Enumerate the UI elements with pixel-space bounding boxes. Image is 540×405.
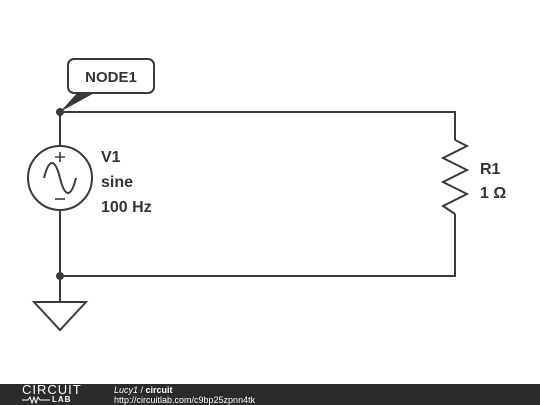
- path-separator: /: [138, 385, 146, 395]
- node-label-pointer: [60, 92, 96, 112]
- resistor-r1[interactable]: [440, 139, 470, 215]
- top-wire: [60, 111, 456, 140]
- circuit-title-link[interactable]: circuit: [145, 385, 173, 395]
- author-link[interactable]: Lucy1: [114, 385, 139, 395]
- wires: [59, 111, 456, 302]
- node-label-box: [67, 58, 155, 94]
- node-label-callout[interactable]: NODE1: [60, 58, 155, 112]
- logo-text-circuit: CIRCUIT: [22, 382, 82, 397]
- circuit-path: Lucy1 / circuit: [114, 385, 255, 395]
- circuit-url[interactable]: http://circuitlab.com/c9bp25zpnn4tk: [114, 395, 256, 405]
- voltage-source-v1[interactable]: [27, 145, 93, 211]
- logo-resistor-icon: [22, 396, 50, 404]
- source-frequency-label: 100 Hz: [101, 199, 152, 216]
- ground-icon[interactable]: [31, 301, 89, 332]
- logo-text-lab: LAB: [52, 395, 72, 404]
- resistor-name-label: R1: [480, 161, 501, 178]
- source-type-label: sine: [101, 174, 133, 191]
- node-label-text: NODE1: [85, 69, 137, 86]
- circuit-meta: Lucy1 / circuit http://circuitlab.com/c9…: [114, 385, 255, 405]
- sine-wave-icon: [43, 162, 77, 194]
- bottom-wire: [60, 214, 456, 277]
- junction-dot-bottom: [56, 272, 64, 280]
- resistor-value-label: 1 Ω: [480, 185, 506, 202]
- footer-bar: CIRCUIT LAB Lucy1 / circuit http://circu…: [0, 382, 540, 405]
- source-name-label: V1: [101, 149, 121, 166]
- plus-icon: [55, 152, 65, 162]
- schematic-canvas: NODE1 V1 sine 100 Hz R1 1 Ω: [27, 58, 506, 332]
- circuitlab-logo[interactable]: CIRCUIT LAB: [22, 382, 94, 405]
- resistor-zigzag: [440, 139, 470, 215]
